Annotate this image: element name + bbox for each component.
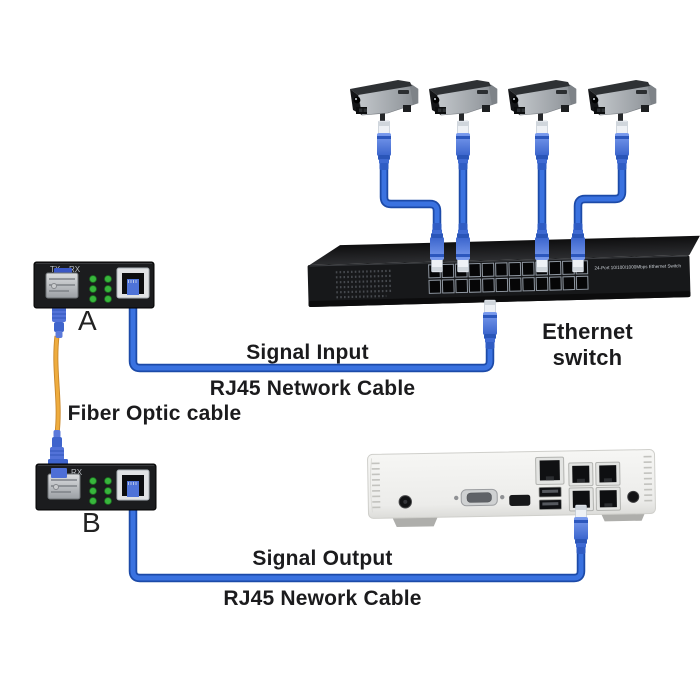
camera-cable-1 bbox=[379, 160, 442, 263]
signal-input-plug bbox=[482, 299, 498, 350]
converter-b-letter: B bbox=[82, 507, 101, 538]
converter-b-rj45-port bbox=[116, 469, 150, 501]
cable-signal-input bbox=[128, 303, 495, 373]
nvr-vga-port bbox=[454, 488, 505, 507]
ethernet-switch-device: 24-Port 10/100/1000Mbps Ethernet Switch bbox=[307, 235, 700, 307]
signal-output-label: Signal Output bbox=[252, 547, 393, 570]
nvr-poe-ports bbox=[568, 461, 621, 512]
fiber-optic-cable-line bbox=[48, 296, 69, 469]
nvr-device bbox=[367, 449, 656, 527]
nvr-lan-port bbox=[535, 456, 565, 486]
media-converter-b: RX bbox=[35, 463, 157, 511]
camera-cables bbox=[379, 160, 627, 263]
camera-3 bbox=[507, 79, 577, 122]
nvr-vents bbox=[371, 455, 653, 509]
camera-2-plug bbox=[455, 120, 471, 171]
nvr-usb-ports bbox=[538, 486, 562, 510]
camera-2 bbox=[428, 79, 498, 122]
cameras bbox=[349, 79, 657, 122]
converter-b-sc-module bbox=[47, 468, 81, 500]
nvr-power-jack bbox=[398, 495, 412, 509]
switch-panel-text: 24-Port 10/100/1000Mbps Ethernet Switch bbox=[594, 263, 681, 270]
converter-a-rx-label: RX bbox=[69, 265, 81, 274]
converter-a-letter: A bbox=[78, 305, 97, 336]
camera-cable-4 bbox=[573, 160, 627, 263]
nvr-audio-jack bbox=[627, 490, 640, 503]
camera-1-plug bbox=[376, 120, 392, 171]
nvr-hdmi-port bbox=[509, 494, 531, 506]
switch-top-face bbox=[309, 235, 700, 265]
switch-vents bbox=[335, 269, 393, 299]
switch-plug-3 bbox=[534, 222, 550, 273]
switch-plug-2 bbox=[455, 222, 471, 273]
camera-1 bbox=[349, 79, 419, 122]
nvr-plug bbox=[573, 504, 589, 555]
cable-signal-output bbox=[128, 503, 586, 583]
converter-b-rx-label: RX bbox=[71, 468, 83, 477]
rj45-network-cable-label: RJ45 Network Cable bbox=[209, 377, 416, 400]
converter-a-sc-module bbox=[45, 268, 79, 299]
sc-connector-b bbox=[48, 430, 68, 469]
ethernet-switch-label: Ethernet switch bbox=[542, 319, 633, 370]
converter-b-leds bbox=[89, 477, 112, 505]
rj45-nework-cable-label: RJ45 Nework Cable bbox=[223, 587, 422, 610]
camera-4 bbox=[587, 79, 657, 122]
nvr-foot-left bbox=[392, 517, 438, 527]
fiber-optic-cable-label: Fiber Optic cable bbox=[67, 402, 242, 425]
media-converter-a: TX RX bbox=[33, 261, 155, 309]
signal-input-label: Signal Input bbox=[246, 341, 369, 364]
camera-3-plug bbox=[534, 120, 550, 171]
switch-plug-4 bbox=[570, 222, 586, 273]
converter-a-leds bbox=[89, 275, 112, 303]
camera-4-plug bbox=[614, 120, 630, 171]
converter-a-rj45-port bbox=[116, 267, 150, 299]
switch-plug-1 bbox=[429, 222, 445, 273]
